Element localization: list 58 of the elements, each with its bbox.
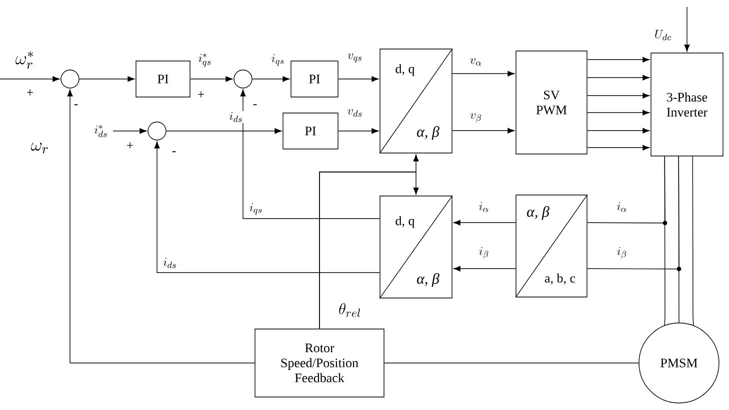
modulator-box: SV PWM [516, 50, 588, 154]
arrow [587, 92, 650, 98]
edge-label: $i_\beta$ [478, 246, 490, 260]
edge-label: $i_{ds}^*$ [93, 124, 109, 138]
arrow [338, 128, 379, 134]
edge-label: $i_{ds}$ [228, 111, 244, 123]
arrow [587, 56, 650, 62]
transform-block: α, β a, b, c [515, 194, 588, 298]
arrow [587, 144, 650, 150]
arrow [252, 76, 290, 82]
sign-label: - [172, 151, 176, 152]
summing-junction [148, 122, 166, 140]
transform-block: d, q α, β [379, 48, 453, 154]
arrow [0, 76, 60, 82]
summing-junction [60, 70, 80, 88]
arrow [112, 128, 147, 134]
edge-label: $v_{ds}$ [346, 108, 364, 118]
sign-label: + [27, 89, 34, 96]
controller-box: PI [282, 112, 338, 150]
edge-label: $i_\alpha$ [478, 201, 490, 213]
edge-label: $\omega_r$ [29, 141, 51, 155]
arrow [684, 6, 690, 52]
controller-box: PI [136, 60, 190, 98]
sign-label: + [198, 91, 204, 98]
edge-label: $i_{qs}$ [248, 202, 264, 216]
arrow [338, 76, 379, 82]
edge-label: $v_\alpha$ [468, 58, 484, 66]
arrow [166, 128, 282, 134]
transform-block: d, q α, β [379, 195, 453, 299]
arrow [587, 74, 650, 80]
arrow [452, 70, 515, 76]
arrow [79, 76, 135, 82]
arrow [154, 141, 380, 273]
edge-label: $\omega_r^*$ [14, 50, 36, 70]
summing-junction [234, 70, 252, 88]
arrow [452, 128, 515, 134]
arrow [453, 220, 516, 226]
feedback-box: Rotor Speed/Position Feedback [254, 328, 384, 398]
arrow [67, 89, 255, 364]
edge-label: $v_\beta$ [469, 112, 483, 124]
arrow [190, 76, 233, 82]
edge-label: $i_\alpha$ [616, 201, 628, 213]
arrow [587, 128, 650, 134]
edge-label: $i_\beta$ [616, 246, 628, 260]
sign-label: + [126, 142, 134, 148]
arrow [453, 266, 516, 272]
edge-label: $U_{dc}$ [653, 28, 673, 42]
sign-label: - [74, 104, 78, 106]
controller-box: PI [290, 60, 338, 98]
inverter-box: 3-Phase Inverter [650, 52, 724, 156]
edge-label: $i_{ds}$ [162, 257, 178, 269]
edge-label: $i_{qs}^*$ [197, 52, 213, 68]
edge-label: $i_{qs}$ [270, 53, 286, 67]
arrow [587, 110, 650, 116]
arrow [240, 89, 380, 219]
edge-label: $v_{qs}$ [346, 52, 364, 64]
sign-label: - [253, 104, 257, 106]
edge-label: $\theta_{rel}$ [337, 302, 363, 318]
